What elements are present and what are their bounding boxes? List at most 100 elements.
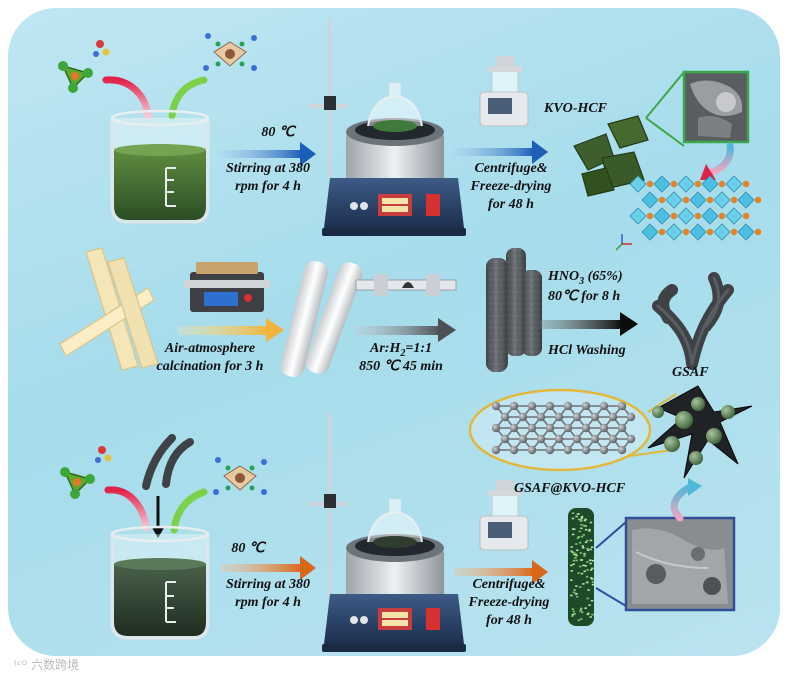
carbon-atom [528, 424, 536, 432]
carbon-atom [528, 446, 536, 454]
process-arrow [178, 326, 268, 335]
lattice-atom [731, 197, 737, 203]
kvo-hcf-label: KVO-HCF [544, 100, 607, 117]
lattice-atom [731, 229, 737, 235]
carbon-atom [501, 435, 509, 443]
lattice-octahedron [702, 208, 718, 224]
zoom-arrow-head [688, 478, 702, 496]
step3-stirring-label: Stirring at 380 [204, 576, 332, 593]
step3-stirring-label: rpm for 4 h [204, 594, 332, 611]
step3-freeze-drying-label: Freeze-drying [454, 594, 564, 611]
acid-temperature-label: 80℃ for 8 h [548, 288, 620, 305]
lattice-octahedron [714, 224, 730, 240]
zoom-line [596, 588, 626, 606]
carbon-atom [600, 446, 608, 454]
lattice-atom [647, 181, 653, 187]
porous-carbon-icon [658, 278, 728, 364]
lattice-octahedron [690, 224, 706, 240]
lattice-octahedron [738, 224, 754, 240]
carbon-atom [618, 446, 626, 454]
carbon-pieces-icon [146, 438, 190, 486]
step1-duration-label: for 48 h [456, 196, 566, 213]
beaker-icon [112, 111, 208, 222]
carbon-atom [591, 413, 599, 421]
lattice-octahedron [678, 176, 694, 192]
gas-tube-icon [356, 274, 456, 296]
zoom-line [646, 72, 684, 118]
lattice-atom [671, 213, 677, 219]
carbon-atom [609, 413, 617, 421]
carbon-atom [564, 424, 572, 432]
carbon-atom [564, 402, 572, 410]
zoom-line [646, 118, 684, 146]
process-arrow [356, 326, 440, 335]
background-panel: 80 ℃ Stirring at 380 rpm for 4 h Centrif… [8, 8, 780, 656]
carbon-atom [537, 435, 545, 443]
lattice-octahedron [690, 192, 706, 208]
watermark: ⁽ᶜᴼ 六数跨境 [14, 656, 79, 673]
carbon-atom [546, 402, 554, 410]
process-arrow-head [438, 318, 456, 342]
lattice-octahedron [642, 224, 658, 240]
calcination-label: calcination for 3 h [146, 358, 274, 375]
calcination-label: Air-atmosphere [146, 340, 274, 357]
gsaf-label: GSAF [672, 364, 709, 381]
carbon-atom [582, 424, 590, 432]
carbon-atom [510, 446, 518, 454]
step3-duration-label: for 48 h [454, 612, 564, 629]
carbon-atom [528, 402, 536, 410]
carbon-atom [510, 424, 518, 432]
carbon-atom [582, 446, 590, 454]
step1-freeze-drying-label: Freeze-drying [456, 178, 566, 195]
carbon-atom [555, 435, 563, 443]
carbon-atom [510, 402, 518, 410]
lattice-atom [647, 213, 653, 219]
tem-image-icon [626, 518, 734, 610]
lattice-atom [659, 197, 665, 203]
synthesis-scheme [8, 8, 780, 656]
tube-furnace-icon [184, 262, 270, 312]
lattice-atom [755, 197, 761, 203]
lattice-atom [707, 229, 713, 235]
lattice-atom [695, 213, 701, 219]
acid-label: HNO3 (65%) [548, 268, 623, 290]
process-arrow-head [266, 318, 284, 342]
lattice-octahedron [642, 192, 658, 208]
lattice-octahedron [654, 208, 670, 224]
lattice-atom [695, 181, 701, 187]
lattice-octahedron [630, 208, 646, 224]
carbon-atom [591, 435, 599, 443]
lattice-octahedron [654, 176, 670, 192]
carbon-atom [573, 435, 581, 443]
carbon-atom [537, 413, 545, 421]
carbon-atom [492, 402, 500, 410]
step1-centrifuge-label: Centrifuge& [456, 160, 566, 177]
carbon-atom [492, 446, 500, 454]
step3-centrifuge-label: Centrifuge& [454, 576, 564, 593]
gsaf-kvo-hcf-rod-icon [568, 508, 594, 626]
complex-molecule-icon [213, 457, 267, 495]
carbon-atom [501, 413, 509, 421]
sem-image-icon [684, 72, 748, 142]
wood-sticks-icon [60, 248, 158, 370]
process-arrow [220, 150, 302, 158]
step1-stirring-label: rpm for 4 h [204, 178, 332, 195]
carbon-atom [618, 424, 626, 432]
lattice-octahedron [666, 192, 682, 208]
step3-temperature-label: 80 ℃ [218, 540, 278, 557]
carbon-atom [519, 435, 527, 443]
carbon-atom [582, 402, 590, 410]
carbon-atom [618, 402, 626, 410]
lattice-atom [743, 213, 749, 219]
gsaf-structure-icon [648, 386, 752, 478]
carbon-atom [519, 413, 527, 421]
carbon-atom [564, 446, 572, 454]
carbon-atom [609, 435, 617, 443]
process-arrow [540, 320, 622, 329]
step1-temperature-label: 80 ℃ [248, 124, 308, 141]
lattice-atom [707, 197, 713, 203]
add-reagent-arrow [108, 490, 146, 528]
carbon-atom [555, 413, 563, 421]
carbon-atom [546, 446, 554, 454]
carbon-atom [573, 413, 581, 421]
